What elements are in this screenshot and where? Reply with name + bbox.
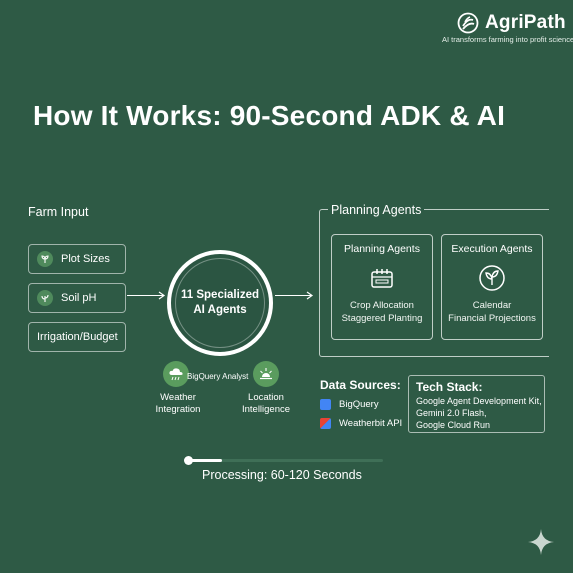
weatherbit-icon (320, 418, 331, 429)
data-sources-label: Data Sources: (320, 378, 401, 392)
arrow-head-icon (158, 291, 166, 300)
agripath-logo-icon (457, 12, 479, 34)
tech-stack-box: Tech Stack: Google Agent Development Kit… (408, 375, 545, 433)
card-desc-line1: Crop Allocation (350, 300, 414, 311)
location-line2: Intelligence (241, 404, 291, 415)
planning-agents-card: Planning Agents Crop Allocation Staggere… (331, 234, 433, 340)
input-label: Plot Sizes (61, 253, 110, 265)
input-soil-ph: Soil pH (28, 283, 126, 313)
input-label: Irrigation/Budget (37, 331, 118, 343)
sunrise-icon (253, 361, 279, 387)
sprout-icon (37, 290, 53, 306)
plant-icon (37, 251, 53, 267)
agents-hub-line2: AI Agents (193, 304, 247, 316)
data-source-bigquery: BigQuery (320, 399, 379, 410)
input-label: Soil pH (61, 292, 97, 304)
brand: AgriPath (457, 12, 566, 34)
data-source-label: Weatherbit API (339, 418, 403, 429)
agents-hub-inner: 11 Specialized AI Agents (175, 258, 265, 348)
tech-stack-line2: Gemini 2.0 Flash, (416, 408, 487, 418)
calendar-grid-icon (367, 263, 397, 293)
cloud-rain-icon (163, 361, 189, 387)
weather-line2: Integration (155, 404, 201, 415)
tech-stack-text: Google Agent Development Kit, Gemini 2.0… (416, 395, 542, 431)
data-source-weatherbit: Weatherbit API (320, 418, 402, 429)
leaf-icon (477, 263, 507, 293)
tech-stack-line1: Google Agent Development Kit, (416, 396, 542, 406)
card-desc-line2: Financial Projections (448, 313, 536, 324)
card-desc-line1: Calendar (472, 300, 512, 311)
weather-integration-label: Weather Integration (155, 392, 201, 416)
planning-agents-label: Planning Agents (328, 203, 425, 217)
card-desc-line2: Staggered Planting (341, 313, 423, 324)
tech-stack-label: Tech Stack: (416, 380, 483, 394)
weather-line1: Weather (160, 392, 196, 403)
tech-stack-line3: Google Cloud Run (416, 420, 491, 430)
bigquery-analyst-label: BigQuery Analyst (187, 372, 249, 381)
input-plot-sizes: Plot Sizes (28, 244, 126, 274)
agents-hub: 11 Specialized AI Agents (167, 250, 273, 356)
card-title: Planning Agents (344, 243, 420, 255)
progress-fill (187, 459, 223, 462)
bigquery-icon (320, 399, 331, 410)
farm-input-label: Farm Input (28, 205, 89, 219)
planning-agents-group (319, 209, 549, 357)
location-intelligence-label: Location Intelligence (240, 392, 292, 416)
sparkle-icon (528, 529, 554, 555)
arrow-line-out (275, 295, 311, 296)
page-title: How It Works: 90-Second ADK & AI (33, 100, 506, 131)
arrow-head-icon (306, 291, 314, 300)
agents-hub-line1: 11 Specialized (181, 289, 259, 301)
execution-agents-card: Execution Agents Calendar Financial Proj… (441, 234, 543, 340)
input-irrigation-budget: Irrigation/Budget (28, 322, 126, 352)
card-desc: Calendar Financial Projections (448, 299, 536, 325)
data-source-label: BigQuery (339, 399, 379, 410)
arrow-line-in (127, 295, 163, 296)
progress-track (187, 459, 383, 462)
location-line1: Location (248, 392, 284, 403)
progress-knob (184, 456, 193, 465)
card-desc: Crop Allocation Staggered Planting (342, 299, 423, 325)
processing-label: Processing: 60-120 Seconds (202, 468, 362, 482)
card-title: Execution Agents (451, 243, 533, 255)
brand-tagline: AI transforms farming into profit scienc… (442, 35, 573, 44)
brand-name: AgriPath (485, 12, 566, 33)
